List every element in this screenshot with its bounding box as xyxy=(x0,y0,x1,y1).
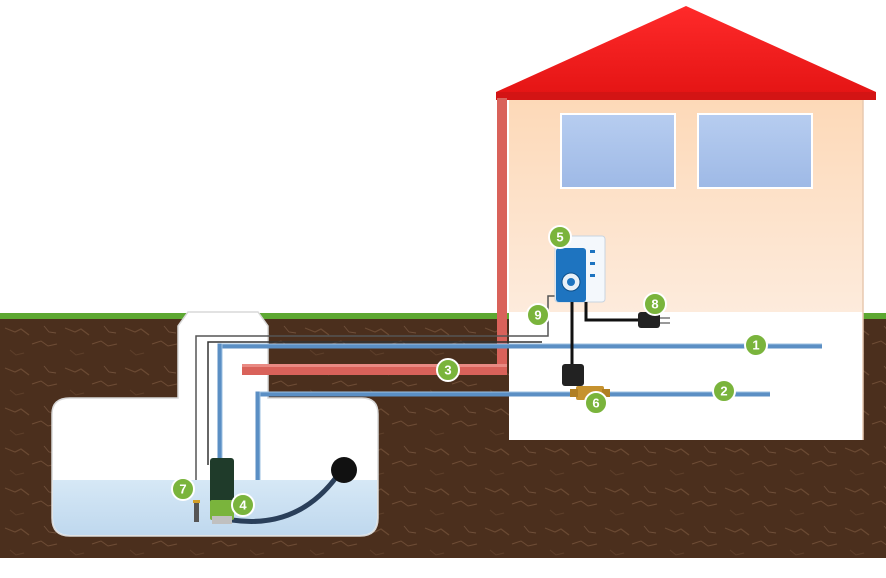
solenoid-valve-coil xyxy=(562,364,584,386)
marker-circle xyxy=(231,493,255,517)
downpipe xyxy=(497,98,507,370)
float-sensor xyxy=(194,500,199,522)
marker-label: 3 xyxy=(444,363,451,378)
marker-circle xyxy=(171,477,195,501)
sensor-cable xyxy=(195,295,562,480)
marker-circle xyxy=(548,225,572,249)
marker-8: 8 xyxy=(643,292,667,316)
power-cable xyxy=(584,302,640,322)
bottom-white-band xyxy=(0,558,886,573)
plug-pin-2 xyxy=(660,322,670,324)
marker-5: 5 xyxy=(548,225,572,249)
suction-hose xyxy=(231,470,343,524)
grass-strip xyxy=(0,313,886,319)
pump-cable xyxy=(207,341,542,465)
marker-label: 6 xyxy=(592,396,599,411)
window-left xyxy=(560,113,676,189)
supply-pipe-highlight xyxy=(221,343,822,462)
overflow-pipe xyxy=(242,364,507,375)
window-right xyxy=(697,113,813,189)
supply-pipe xyxy=(217,343,822,462)
markers: 1 2 3 4 5 6 7 8 9 xyxy=(171,225,768,517)
marker-6: 6 xyxy=(584,391,608,415)
marker-label: 7 xyxy=(179,482,186,497)
pump-base xyxy=(210,500,234,520)
power-plug xyxy=(638,312,660,328)
gutter xyxy=(496,92,876,100)
overflow-pipe-highlight xyxy=(242,364,507,367)
marker-7: 7 xyxy=(171,477,195,501)
marker-circle xyxy=(584,391,608,415)
control-led-2 xyxy=(590,262,595,265)
float-sensor-cap xyxy=(193,500,200,503)
marker-circle xyxy=(526,303,550,327)
control-led-3 xyxy=(590,274,595,277)
valve-fitting-right xyxy=(602,389,610,397)
plug-pin-1 xyxy=(660,317,670,319)
floating-filter xyxy=(331,457,357,483)
marker-9: 9 xyxy=(526,303,550,327)
marker-2: 2 xyxy=(712,379,736,403)
pump-foot xyxy=(212,516,232,524)
marker-circle xyxy=(712,379,736,403)
control-led-1 xyxy=(590,250,595,253)
marker-label: 4 xyxy=(239,498,247,513)
marker-circle xyxy=(744,333,768,357)
marker-4: 4 xyxy=(231,493,255,517)
marker-label: 5 xyxy=(556,230,563,245)
marker-3: 3 xyxy=(436,358,460,382)
marker-1: 1 xyxy=(744,333,768,357)
marker-circle xyxy=(643,292,667,316)
marker-label: 2 xyxy=(720,384,727,399)
marker-label: 9 xyxy=(534,308,541,323)
control-dial-center xyxy=(567,278,575,286)
roof xyxy=(496,6,876,92)
marker-circle xyxy=(436,358,460,382)
valve-fitting-left xyxy=(570,389,578,397)
marker-label: 1 xyxy=(752,338,759,353)
marker-label: 8 xyxy=(651,297,658,312)
